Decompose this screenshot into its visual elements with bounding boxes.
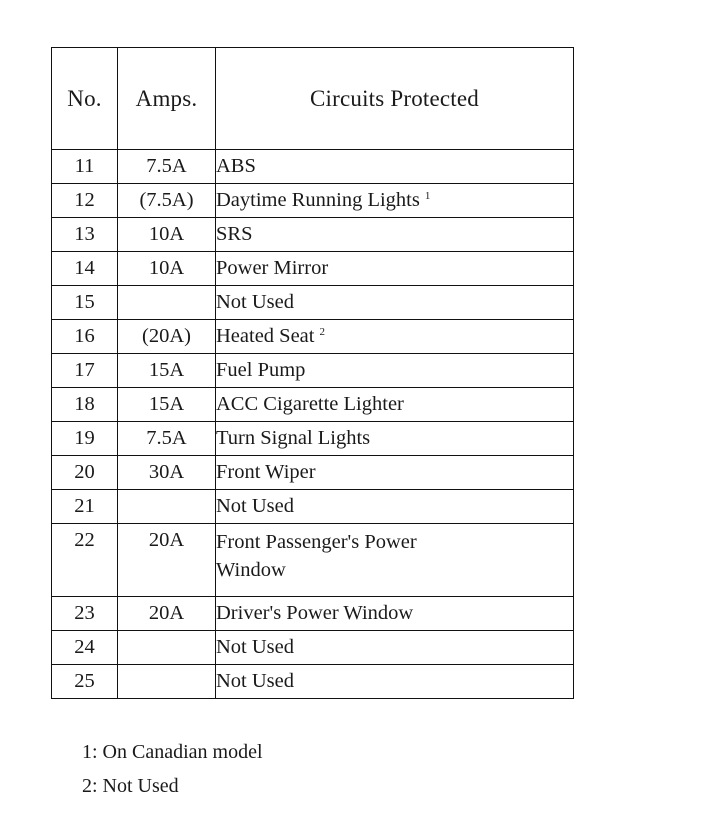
cell-fuse-number: 12 bbox=[51, 183, 118, 218]
footnote-item: 2: Not Used bbox=[82, 775, 179, 798]
cell-fuse-number: 17 bbox=[51, 353, 118, 388]
cell-circuits-protected: SRS bbox=[215, 217, 574, 252]
circuit-label: Power Mirror bbox=[216, 257, 329, 280]
cell-circuits-protected: Driver's Power Window bbox=[215, 596, 574, 631]
circuit-label: Not Used bbox=[216, 636, 295, 659]
circuit-label: Front Wiper bbox=[216, 461, 316, 484]
cell-circuits-protected: Not Used bbox=[215, 664, 574, 699]
column-header-circuits: Circuits Protected bbox=[215, 47, 574, 150]
cell-amps bbox=[117, 664, 216, 699]
cell-fuse-number: 13 bbox=[51, 217, 118, 252]
cell-circuits-protected: ACC Cigarette Lighter bbox=[215, 387, 574, 422]
cell-amps: 10A bbox=[117, 251, 216, 286]
cell-amps: 10A bbox=[117, 217, 216, 252]
cell-fuse-number: 18 bbox=[51, 387, 118, 422]
circuit-label: Front Passenger's Power Window bbox=[216, 531, 417, 582]
circuit-label: Not Used bbox=[216, 291, 295, 314]
cell-circuits-protected: ABS bbox=[215, 149, 574, 184]
cell-circuits-protected: Power Mirror bbox=[215, 251, 574, 286]
column-header-amps: Amps. bbox=[117, 47, 216, 150]
footnote-item: 1: On Canadian model bbox=[82, 741, 263, 763]
table-row: 15 Not Used bbox=[51, 285, 574, 320]
cell-fuse-number: 11 bbox=[51, 149, 118, 184]
circuit-label: ACC Cigarette Lighter bbox=[216, 393, 404, 416]
circuit-label: Fuel Pump bbox=[216, 359, 306, 382]
circuit-label: SRS bbox=[216, 223, 253, 246]
footnote-marker: 1 bbox=[424, 189, 431, 202]
cell-circuits-protected: Not Used bbox=[215, 285, 574, 320]
footnote-marker: 2 bbox=[319, 325, 325, 338]
cell-amps: 15A bbox=[117, 387, 216, 422]
cell-fuse-number: 14 bbox=[51, 251, 118, 286]
circuit-label: Not Used bbox=[216, 670, 295, 693]
table-row: 25 Not Used bbox=[51, 664, 574, 699]
footnote-list: 1: On Canadian model 2: Not Used bbox=[82, 735, 263, 804]
cell-amps: (20A) bbox=[117, 319, 216, 354]
cell-amps: (7.5A) bbox=[117, 183, 216, 218]
cell-circuits-protected: Not Used bbox=[215, 630, 574, 665]
cell-fuse-number: 24 bbox=[51, 630, 118, 665]
cell-amps: 20A bbox=[117, 523, 216, 597]
column-header-no: No. bbox=[51, 47, 118, 150]
cell-amps bbox=[117, 285, 216, 320]
cell-fuse-number: 20 bbox=[51, 455, 118, 490]
table-header-row: No. Amps. Circuits Protected bbox=[51, 47, 574, 150]
cell-circuits-protected: Not Used bbox=[215, 489, 574, 524]
cell-fuse-number: 21 bbox=[51, 489, 118, 524]
cell-circuits-protected: Fuel Pump bbox=[215, 353, 574, 388]
circuit-label: ABS bbox=[216, 155, 256, 178]
cell-circuits-protected: Turn Signal Lights bbox=[215, 421, 574, 456]
circuit-label: Turn Signal Lights bbox=[216, 427, 371, 450]
cell-amps: 7.5A bbox=[117, 421, 216, 456]
cell-fuse-number: 22 bbox=[51, 523, 118, 597]
table-row: 21 Not Used bbox=[51, 489, 574, 524]
cell-amps bbox=[117, 489, 216, 524]
circuit-label: Not Used bbox=[216, 495, 295, 518]
cell-circuits-protected: Front Passenger's Power Window bbox=[215, 523, 574, 597]
cell-amps: 15A bbox=[117, 353, 216, 388]
cell-fuse-number: 15 bbox=[51, 285, 118, 320]
cell-fuse-number: 16 bbox=[51, 319, 118, 354]
cell-fuse-number: 19 bbox=[51, 421, 118, 456]
circuit-label: Driver's Power Window bbox=[216, 602, 414, 625]
cell-fuse-number: 25 bbox=[51, 664, 118, 699]
cell-amps bbox=[117, 630, 216, 665]
cell-fuse-number: 23 bbox=[51, 596, 118, 631]
cell-amps: 7.5A bbox=[117, 149, 216, 184]
table-row: 24 Not Used bbox=[51, 630, 574, 665]
cell-circuits-protected: Front Wiper bbox=[215, 455, 574, 490]
cell-amps: 20A bbox=[117, 596, 216, 631]
cell-amps: 30A bbox=[117, 455, 216, 490]
table-header: No. Amps. Circuits Protected bbox=[51, 47, 574, 150]
